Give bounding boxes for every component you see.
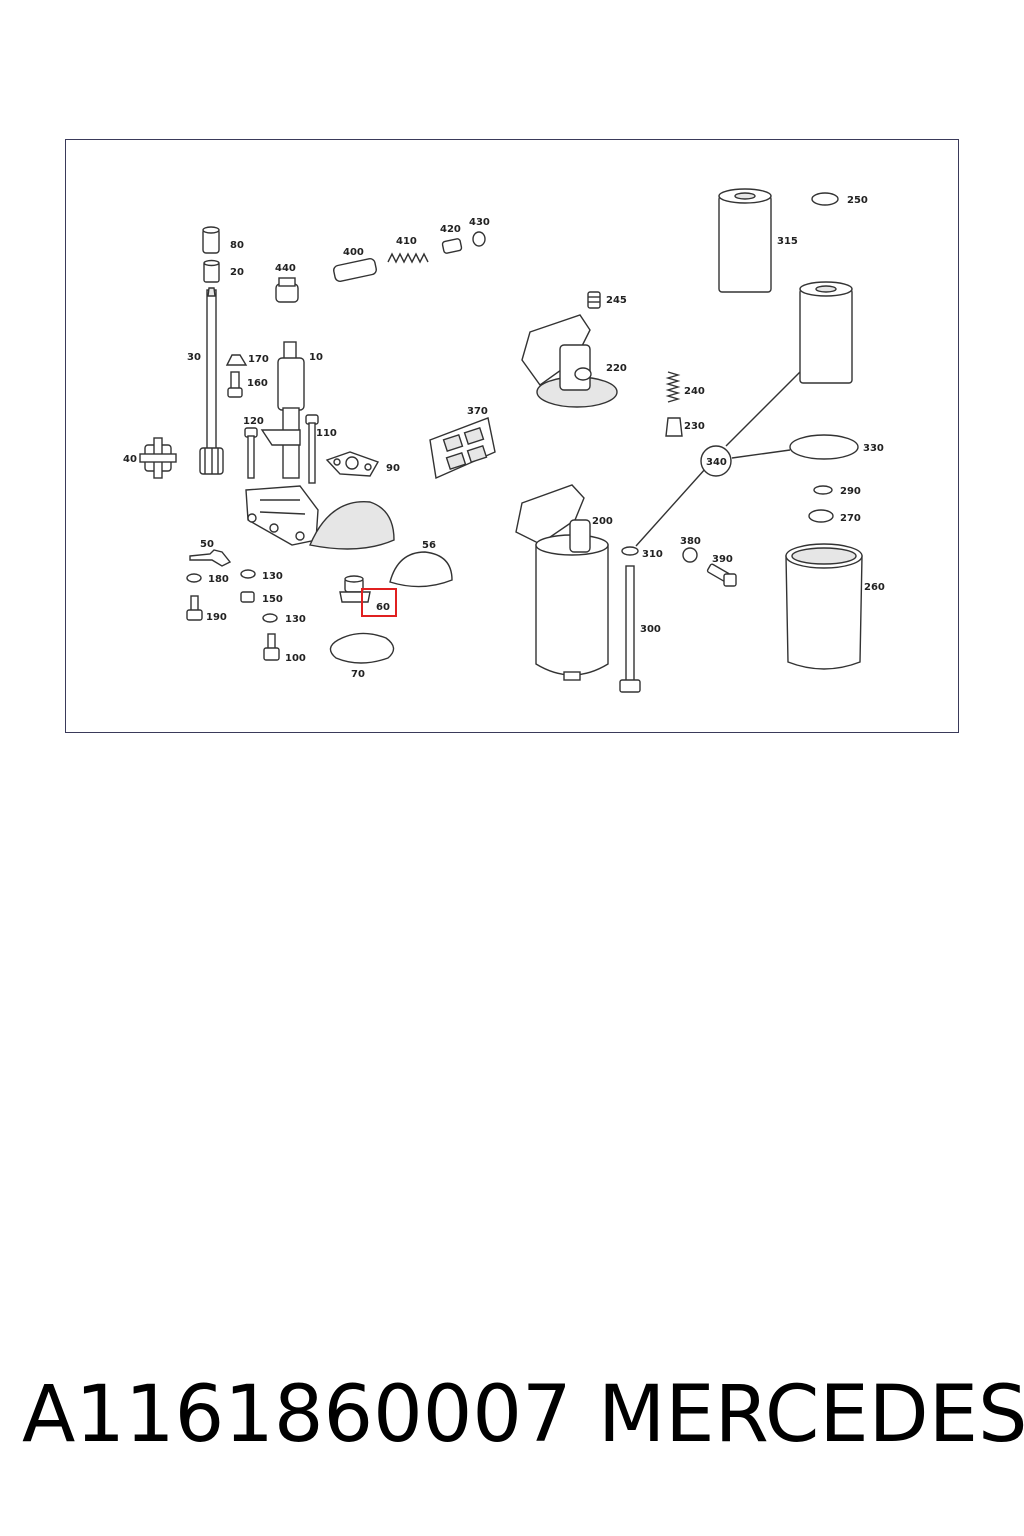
callout-220: 220 xyxy=(606,363,627,374)
part-315 xyxy=(718,188,772,293)
part-240 xyxy=(665,371,681,403)
part-strainer xyxy=(309,501,395,550)
callout-170: 170 xyxy=(248,354,269,365)
part-40 xyxy=(139,437,177,479)
part-30-gear xyxy=(199,447,224,475)
callout-130b: 130 xyxy=(285,614,306,625)
part-180 xyxy=(186,573,202,583)
callout-190: 190 xyxy=(206,612,227,623)
part-20 xyxy=(203,259,220,283)
part-290 xyxy=(813,485,833,495)
part-filter-element xyxy=(799,281,853,384)
part-230 xyxy=(665,417,683,437)
callout-230: 230 xyxy=(684,421,705,432)
part-400 xyxy=(333,258,377,282)
part-120 xyxy=(244,427,258,479)
callout-10: 10 xyxy=(309,352,323,363)
callout-80: 80 xyxy=(230,240,244,251)
part-170 xyxy=(225,354,248,366)
diagram-frame xyxy=(65,139,959,733)
callout-20: 20 xyxy=(230,267,244,278)
callout-30: 30 xyxy=(187,352,201,363)
callout-40: 40 xyxy=(123,454,137,465)
callout-50: 50 xyxy=(200,539,214,550)
callout-430: 430 xyxy=(469,217,490,228)
callout-260: 260 xyxy=(864,582,885,593)
part-number: A1161860007 xyxy=(22,1370,572,1460)
kit-340-leaders xyxy=(635,371,801,547)
part-250 xyxy=(811,192,839,206)
part-30-shaft xyxy=(206,287,217,451)
callout-90: 90 xyxy=(386,463,400,474)
part-380 xyxy=(682,547,698,563)
part-200 xyxy=(515,484,609,681)
callout-250: 250 xyxy=(847,195,868,206)
callout-400: 400 xyxy=(343,247,364,258)
callout-270: 270 xyxy=(840,513,861,524)
part-90 xyxy=(325,451,380,477)
callout-310: 310 xyxy=(642,549,663,560)
callout-340: 340 xyxy=(706,457,727,468)
part-160 xyxy=(227,371,243,398)
callout-120: 120 xyxy=(243,416,264,427)
callout-440: 440 xyxy=(275,263,296,274)
part-300 xyxy=(619,565,641,693)
callout-330: 330 xyxy=(863,443,884,454)
kit-340-bubble xyxy=(700,445,732,477)
part-430 xyxy=(472,231,486,247)
callout-110: 110 xyxy=(316,428,337,439)
callout-56: 56 xyxy=(422,540,436,551)
part-410 xyxy=(387,252,429,264)
callout-380: 380 xyxy=(680,536,701,547)
caption-bar: A1161860007 MERCEDES xyxy=(0,1370,1024,1470)
part-10-pump xyxy=(245,341,319,546)
callout-240: 240 xyxy=(684,386,705,397)
callout-300: 300 xyxy=(640,624,661,635)
callout-410: 410 xyxy=(396,236,417,247)
part-270 xyxy=(808,509,834,523)
callout-315: 315 xyxy=(777,236,798,247)
part-370 xyxy=(429,417,496,480)
part-220 xyxy=(521,314,618,408)
part-150 xyxy=(240,591,255,603)
callout-390: 390 xyxy=(712,554,733,565)
callout-180: 180 xyxy=(208,574,229,585)
part-110 xyxy=(305,414,319,484)
part-50 xyxy=(189,549,232,567)
part-56 xyxy=(389,551,453,588)
part-100 xyxy=(263,633,280,661)
part-260 xyxy=(785,543,863,670)
part-80 xyxy=(202,226,220,254)
part-130a xyxy=(240,569,256,579)
callout-150: 150 xyxy=(262,594,283,605)
callout-420: 420 xyxy=(440,224,461,235)
callout-60: 60 xyxy=(376,602,390,613)
part-420 xyxy=(441,238,463,254)
callout-370: 370 xyxy=(467,406,488,417)
callout-245: 245 xyxy=(606,295,627,306)
parts-diagram: 80 20 30 40 170 160 xyxy=(123,188,885,693)
part-390 xyxy=(706,563,737,587)
callout-130a: 130 xyxy=(262,571,283,582)
part-190 xyxy=(186,595,203,621)
part-330 xyxy=(789,434,859,460)
brand-name: MERCEDES xyxy=(598,1370,1024,1460)
callout-290: 290 xyxy=(840,486,861,497)
callout-160: 160 xyxy=(247,378,268,389)
part-440 xyxy=(275,277,299,303)
part-245 xyxy=(587,291,601,309)
part-70 xyxy=(329,632,395,664)
part-310 xyxy=(621,546,639,556)
part-130b xyxy=(262,613,278,623)
callout-100: 100 xyxy=(285,653,306,664)
callout-70: 70 xyxy=(351,669,365,680)
highlight-callout-60 xyxy=(361,588,397,617)
callout-200: 200 xyxy=(592,516,613,527)
